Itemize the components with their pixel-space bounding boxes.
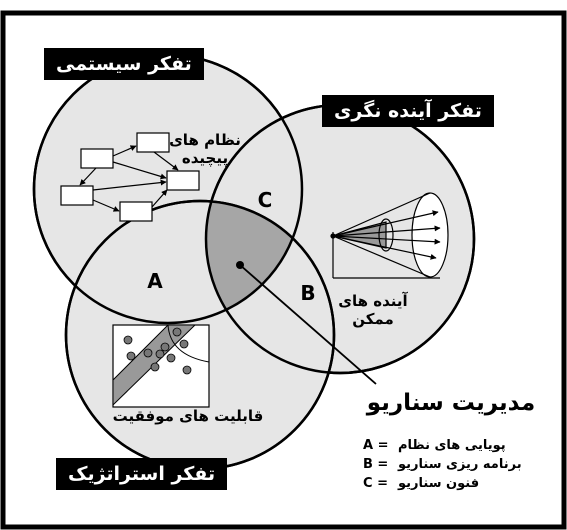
frame xyxy=(0,10,567,530)
legend: A = پویایی های نظام B = برنامه ریزی سنار… xyxy=(363,438,522,491)
success-scatter-icon xyxy=(112,324,210,408)
possible-futures-label-2: ممکن xyxy=(352,310,394,328)
future-thinking-title: تفکر آینده نگری xyxy=(322,95,494,127)
success-capabilities-label: قابلیت های موفقیت xyxy=(113,407,264,425)
legend-key-c: C = xyxy=(363,476,388,491)
overlap-region xyxy=(206,201,302,323)
possible-futures-label-1: آینده های xyxy=(338,292,408,310)
scenario-management-label: مدیریت سناریو xyxy=(366,390,535,416)
legend-text-b: برنامه ریزی سناریو xyxy=(397,457,522,472)
scenario-pointer-line xyxy=(239,264,377,385)
legend-key-a: A = xyxy=(363,438,388,453)
legend-text-a: پویایی های نظام xyxy=(398,438,506,453)
systems-thinking-title: تفکر سیستمی xyxy=(44,48,204,80)
complex-systems-icon xyxy=(60,132,200,222)
complex-systems-label-1: نظام های xyxy=(169,131,241,149)
futures-cone-icon xyxy=(330,192,449,279)
region-c-letter: C xyxy=(258,188,273,212)
complex-systems-label-2: پیچیده xyxy=(182,149,228,168)
strategic-thinking-title: تفکر استراتژیک xyxy=(56,458,228,490)
legend-key-b: B = xyxy=(363,457,388,472)
legend-text-c: فنون سناریو xyxy=(397,476,479,491)
region-a-letter: A xyxy=(147,269,163,293)
region-b-letter: B xyxy=(300,281,315,305)
